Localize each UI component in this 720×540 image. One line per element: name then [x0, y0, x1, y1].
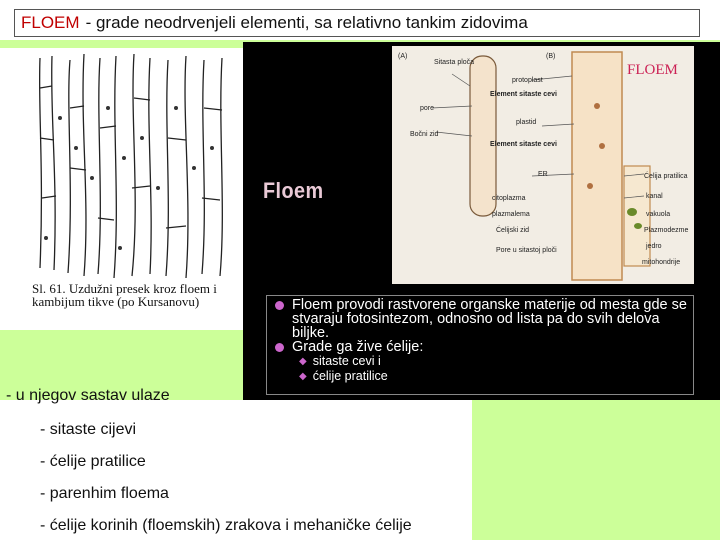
phloem-sketch-figure [0, 48, 243, 330]
diagram-drawing: (A) (B) Sitasta ploča pore Bočni zid pro… [398, 51, 688, 281]
label-sitasta-ploca: Sitasta ploča [434, 59, 474, 66]
label-citoplazma: citoplazma [492, 195, 526, 202]
label-b: (B) [546, 53, 555, 60]
bullet-item: Grade ga žive ćelije: [273, 340, 687, 354]
bullet-text: Floem provodi rastvorene organske materi… [292, 297, 687, 341]
floem-heading: Floem [263, 178, 324, 203]
slide-title: FLOEM - grade neodrvenjeli elementi, sa … [14, 9, 700, 37]
sub-bullet-item: ◆ sitaste cevi i [299, 354, 687, 369]
label-jedro: jedro [645, 243, 662, 250]
label-kanal: kanal [646, 193, 663, 200]
bullet-text: Grade ga žive ćelije: [292, 339, 424, 355]
title-text: - grade neodrvenjeli elementi, sa relati… [85, 13, 528, 32]
label-plastid: plastid [516, 119, 536, 126]
bullet-item: Floem provodi rastvorene organske materi… [273, 298, 687, 340]
text-area-background [0, 400, 472, 540]
label-element-sitaste-2: Element sitaste cevi [490, 141, 557, 148]
label-plazmodezme: Plazmodezme [644, 227, 688, 234]
label-element-sitaste-1: Element sitaste cevi [490, 91, 557, 98]
label-vakuola: vakuola [646, 211, 670, 218]
label-a: (A) [398, 53, 407, 60]
sketch-caption: Sl. 61. Uzdužni presek kroz floem i kamb… [32, 281, 217, 309]
bullet-dot-icon [275, 301, 284, 310]
title-keyword: FLOEM [21, 13, 80, 32]
sub-bullet-text: sitaste cevi i [312, 354, 381, 368]
label-bocni-zid: Bočni zid [410, 131, 439, 138]
bullet-dot-icon [275, 343, 284, 352]
label-plazmalema: plazmalema [492, 211, 530, 218]
list-item: - ćelije korinih (floemskih) zrakova i m… [40, 517, 412, 534]
label-mitohondrije: mitohondrije [642, 259, 680, 266]
phloem-cell-diagram: (A) (B) Sitasta ploča pore Bočni zid pro… [392, 46, 694, 284]
label-protoplast: protoplast [512, 77, 543, 84]
sub-bullet-item: ◆ ćelije pratilice [299, 369, 687, 384]
label-pore: pore [420, 105, 434, 112]
diagram-corner-label: FLOEM [627, 62, 678, 78]
label-celija-pratilica: Ćelija pratilica [644, 171, 688, 180]
diamond-bullet-icon: ◆ [299, 371, 307, 382]
label-pore-sitaste: Pore u sitastoj ploči [496, 247, 557, 254]
list-item: - parenhim floema [40, 485, 169, 502]
diamond-bullet-icon: ◆ [299, 356, 307, 367]
sketch-drawing [38, 53, 223, 279]
list-intro: - u njegov sastav ulaze [6, 387, 170, 404]
info-box: Floem provodi rastvorene organske materi… [266, 295, 694, 395]
list-item: - ćelije pratilice [40, 453, 146, 470]
list-item: - sitaste cijevi [40, 421, 137, 438]
label-er: ER [538, 171, 548, 178]
sub-bullet-text: ćelije pratilice [312, 369, 388, 383]
label-celijski-zid: Ćelijski zid [496, 225, 529, 234]
